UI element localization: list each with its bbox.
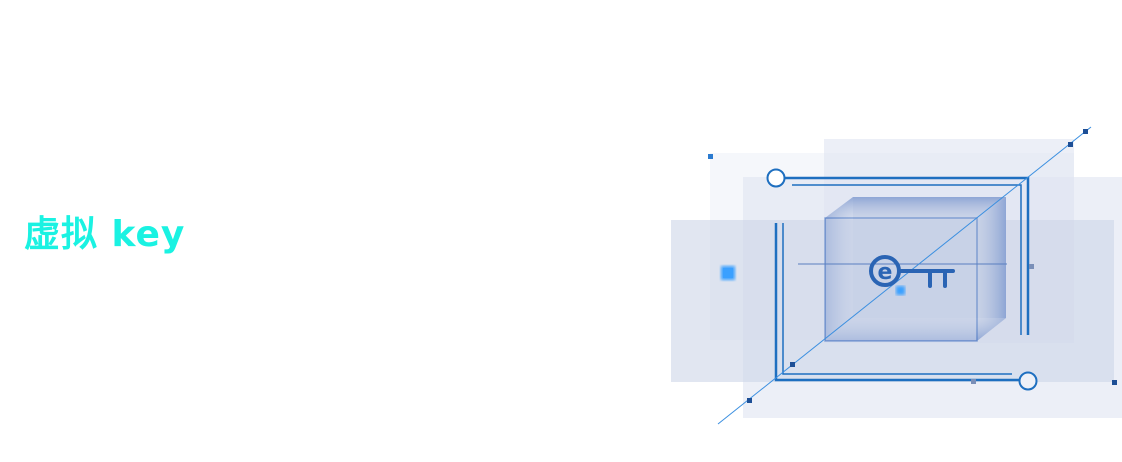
page-title: 虚拟 key	[24, 214, 186, 255]
node-circle-icon	[1018, 371, 1038, 391]
node-circle-icon	[766, 168, 786, 188]
circuit-lines	[717, 126, 1092, 425]
key-glyph: e	[878, 260, 893, 285]
key-icon: e	[869, 255, 955, 288]
decor-squares	[708, 129, 1117, 403]
